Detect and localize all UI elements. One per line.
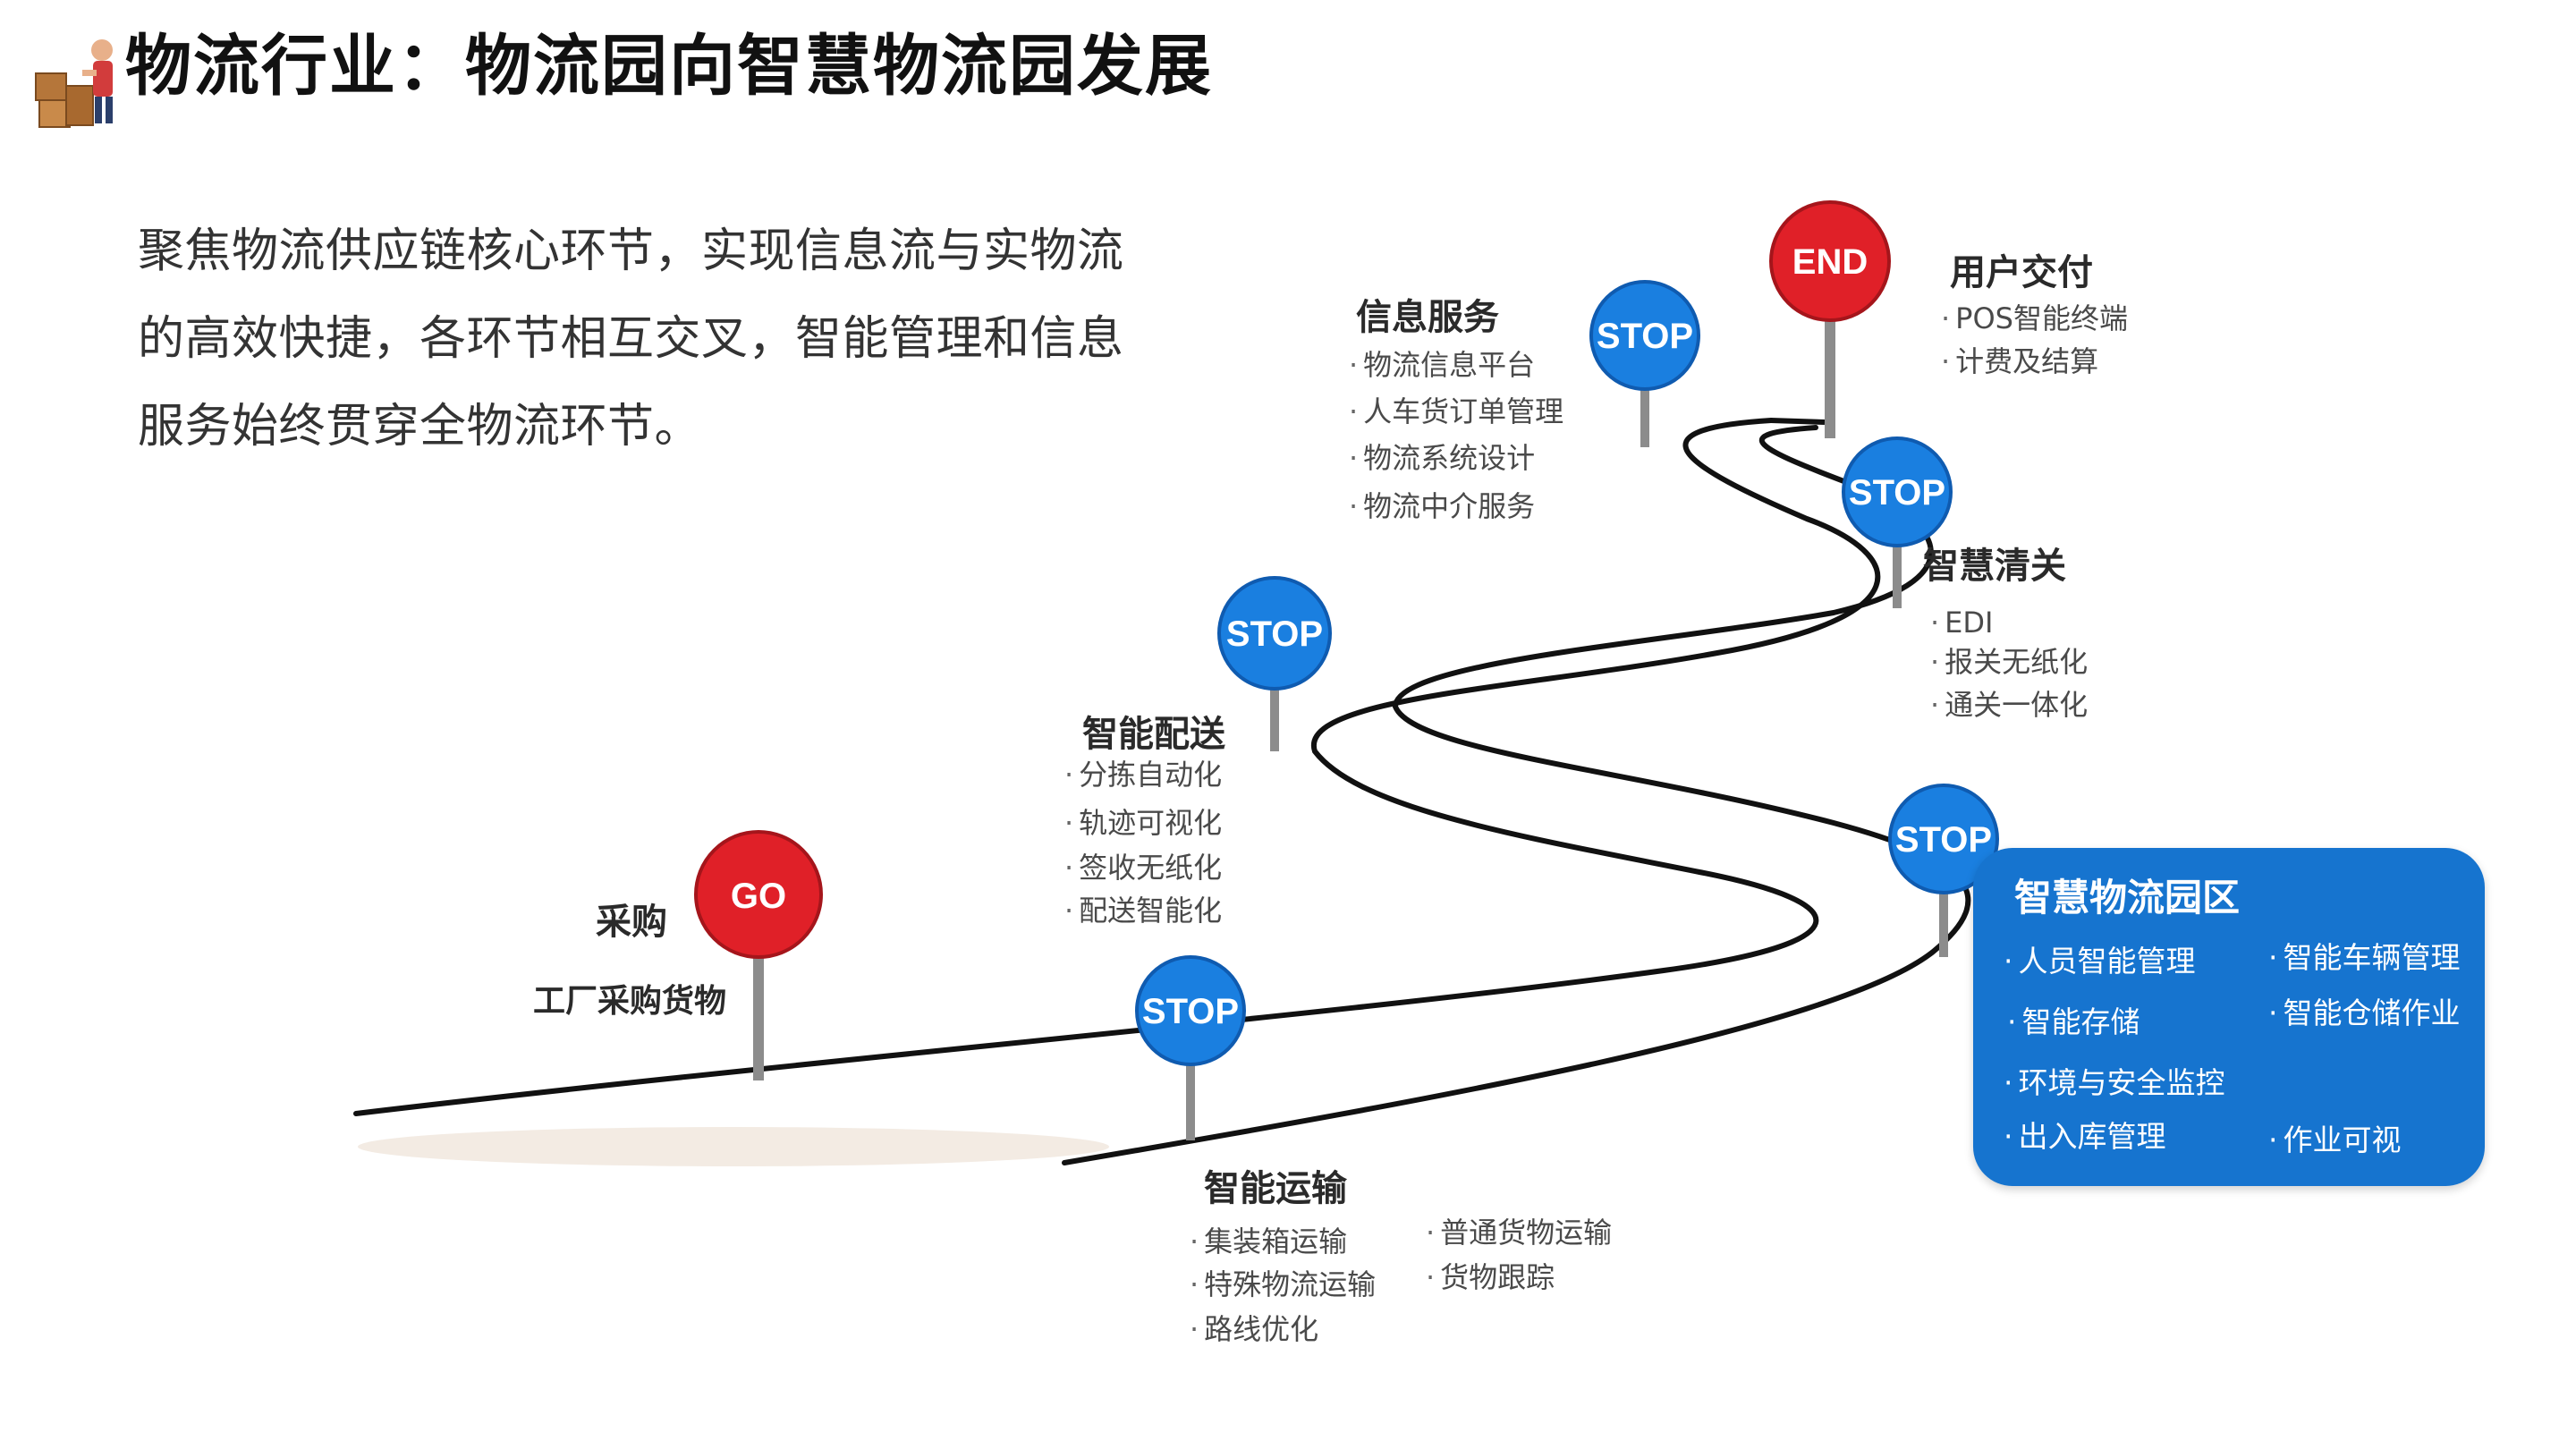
procurement-title: 采购	[596, 902, 667, 943]
end-sign: END	[1769, 200, 1891, 438]
transport-item: 普通货物运输	[1426, 1218, 1612, 1247]
stop-sign-label-distribution: STOP	[1226, 614, 1323, 654]
distribution-item: 分拣自动化	[1064, 760, 1222, 789]
customs-item: 报关无纸化	[1930, 648, 2088, 676]
park-item: 出入库管理	[2004, 1113, 2166, 1156]
park-title: 智慧物流园区	[2014, 876, 2241, 919]
park-item: 人员智能管理	[2004, 937, 2196, 980]
info-service-item: 物流中介服务	[1349, 492, 1535, 521]
go-sign: GO	[694, 830, 823, 1080]
park-item: 作业可视	[2268, 1116, 2402, 1159]
stop-sign-transport: STOP	[1135, 955, 1246, 1140]
logistics-logo-icon	[30, 23, 123, 131]
stop-sign-distribution: STOP	[1217, 576, 1332, 751]
delivery-item: POS智能终端	[1941, 304, 2128, 333]
distribution-title: 智能配送	[1082, 714, 1225, 755]
go-sign-label: GO	[731, 877, 786, 916]
info-service-item: 物流信息平台	[1349, 351, 1535, 379]
stop-sign-label-park: STOP	[1895, 820, 1992, 860]
stop-sign-label-info-service: STOP	[1597, 317, 1693, 356]
road-top	[1770, 418, 1826, 425]
transport-item: 特殊物流运输	[1190, 1270, 1376, 1299]
road-edge-left	[353, 418, 1881, 1116]
park-item: 智能车辆管理	[2268, 934, 2461, 977]
delivery-title: 用户交付	[1950, 252, 2093, 293]
stop-sign-label-transport: STOP	[1142, 992, 1239, 1031]
park-item: 智能仓储作业	[2268, 989, 2461, 1032]
stop-sign-label-customs: STOP	[1849, 473, 1945, 513]
stop-sign-customs: STOP	[1842, 436, 1953, 608]
info-service-title: 信息服务	[1356, 297, 1499, 338]
delivery-item: 计费及结算	[1941, 347, 2098, 376]
distribution-item: 签收无纸化	[1064, 853, 1222, 882]
customs-item: EDI	[1930, 608, 1993, 637]
info-service-item: 物流系统设计	[1349, 444, 1535, 472]
road-shadow	[358, 1127, 1109, 1166]
transport-item: 路线优化	[1190, 1315, 1318, 1343]
park-item: 智能存储	[2007, 998, 2140, 1041]
page-title: 物流行业：物流园向智慧物流园发展	[125, 28, 1213, 105]
intro-paragraph: 聚焦物流供应链核心环节，实现信息流与实物流的高效快捷，各环节相互交叉，智能管理和…	[138, 225, 1124, 453]
park-item: 环境与安全监控	[2004, 1059, 2225, 1102]
stop-sign-park: STOP	[1888, 784, 1999, 957]
stop-sign-info-service: STOP	[1589, 280, 1700, 447]
smart-park-panel: 智慧物流园区 人员智能管理 智能车辆管理 智能存储 智能仓储作业 环境与安全监控…	[1973, 848, 2485, 1186]
end-sign-label: END	[1792, 242, 1868, 282]
transport-item: 货物跟踪	[1426, 1263, 1555, 1292]
distribution-item: 轨迹可视化	[1064, 809, 1222, 837]
transport-item: 集装箱运输	[1190, 1227, 1347, 1256]
transport-title: 智能运输	[1204, 1168, 1347, 1209]
customs-title: 智慧清关	[1923, 546, 2066, 587]
distribution-item: 配送智能化	[1064, 896, 1222, 925]
customs-item: 通关一体化	[1930, 691, 2088, 719]
info-service-item: 人车货订单管理	[1349, 397, 1563, 426]
procurement-subtitle: 工厂采购货物	[533, 983, 727, 1020]
